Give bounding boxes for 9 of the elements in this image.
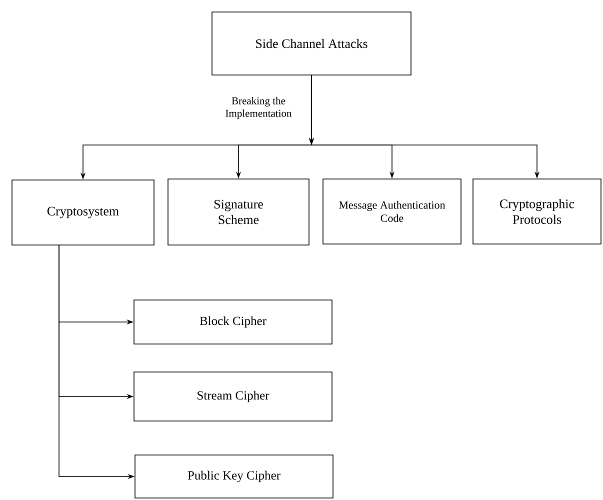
box: Block Cipher: [134, 300, 332, 344]
box: Message Authentication Code: [322, 178, 462, 244]
edge-label: Breaking the Implementation: [220, 96, 297, 120]
box: Cryptographic Protocols: [472, 178, 602, 244]
box: Stream Cipher: [134, 372, 332, 422]
box: Cryptosystem: [12, 180, 154, 246]
box: Signature Scheme: [168, 178, 310, 246]
box: Public Key Cipher: [134, 454, 334, 498]
box: Side Channel Attacks: [212, 12, 412, 76]
